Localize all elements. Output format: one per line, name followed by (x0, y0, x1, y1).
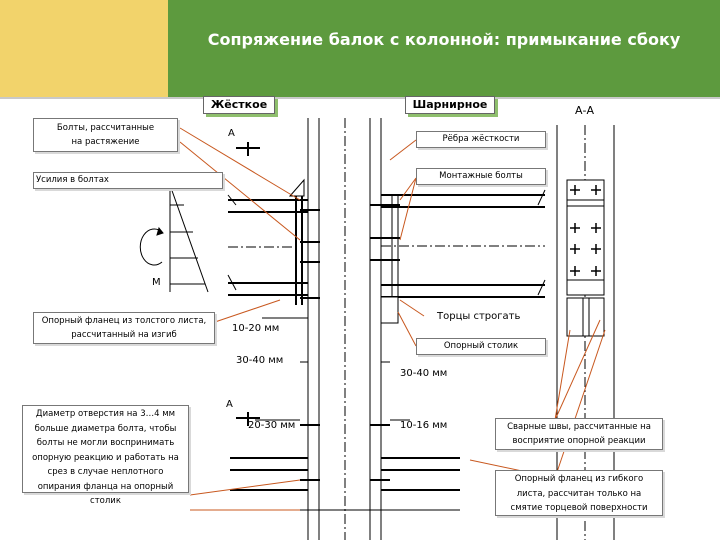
dimension-lines (255, 317, 410, 421)
section-aa-bolts (570, 185, 601, 276)
support-table-callout: Опорный столик (416, 338, 546, 355)
header-band-right (168, 0, 720, 97)
thin-flange-callout: Опорный фланец из гибкого листа, рассчит… (495, 470, 663, 516)
stiffeners-callout: Рёбра жёсткости (416, 131, 546, 148)
dim-30-40-left: 30-40 мм (236, 355, 284, 366)
bolt-force-diagram (139, 184, 209, 293)
section-mark-top: А (228, 128, 235, 139)
section-title: А-А (575, 104, 595, 117)
column-drawing (307, 118, 382, 540)
moment-label: М (152, 277, 161, 288)
header-band-left (0, 0, 168, 97)
dim-10-16: 10-16 мм (400, 420, 448, 431)
slide-title: Сопряжение балок с колонной: примыкание … (207, 30, 681, 49)
hole-diameter-callout: Диаметр отверстия на 3…4 мм больше диаме… (22, 405, 189, 506)
rigid-bolts (300, 209, 320, 299)
tension-bolts-callout: Болты, рассчитанные на растяжение (33, 118, 178, 152)
welds-callout: Сварные швы, рассчитанные на восприятие … (495, 418, 663, 450)
rigid-beam-drawing (227, 178, 308, 305)
hinged-bolts (370, 204, 400, 261)
section-mark-bottom: А (226, 399, 233, 410)
dim-20-30: 20-30 мм (248, 420, 296, 431)
mounting-bolts-callout: Монтажные болты (416, 168, 546, 185)
thick-flange-callout: Опорный фланец из толстого листа, рассчи… (33, 312, 215, 344)
header-divider (0, 97, 720, 99)
section-cut-marks (236, 142, 260, 426)
bolt-forces-callout: Усилия в болтах (33, 172, 223, 189)
rigid-header: Жёсткое (203, 96, 275, 114)
hinged-header: Шарнирное (405, 96, 495, 114)
dim-10-20: 10-20 мм (232, 323, 280, 334)
face-plane-label: Торцы строгать (437, 311, 521, 322)
dim-30-40-right: 30-40 мм (400, 368, 448, 379)
hinged-beam-drawing (380, 189, 546, 324)
